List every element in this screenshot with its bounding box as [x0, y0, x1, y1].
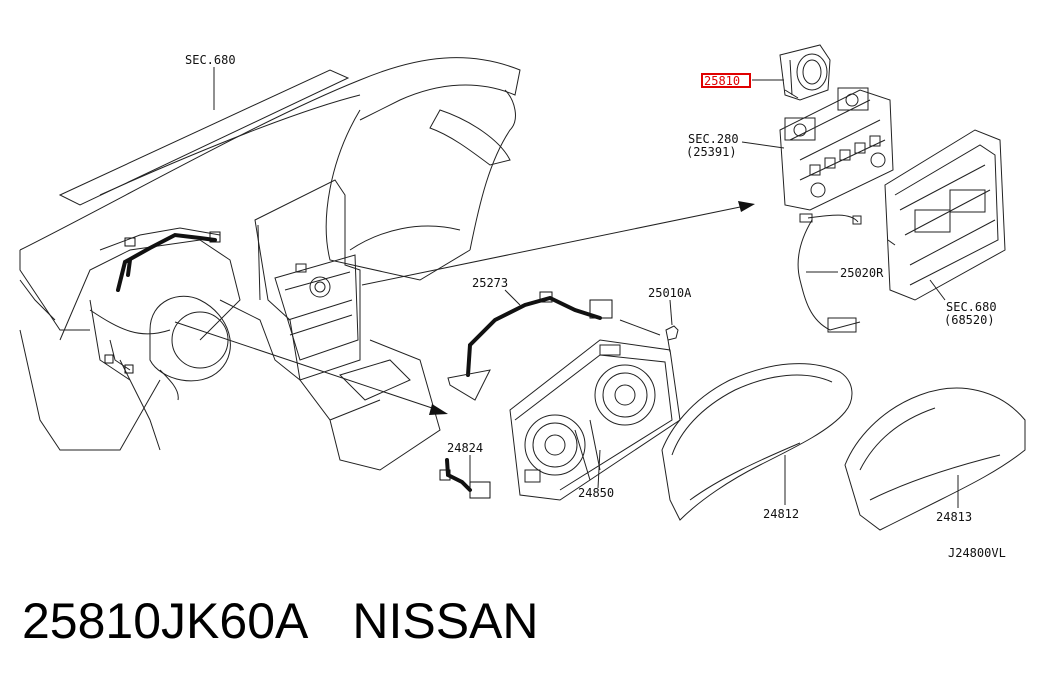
part-25810-drawing: [779, 44, 831, 101]
part-24812-drawing: [661, 363, 853, 521]
part-24813-drawing: [844, 387, 1026, 531]
label-sec680-right-ref: (68520): [944, 313, 995, 327]
label-part-25020r: 25020R: [840, 266, 884, 280]
part-25020r-drawing: [797, 213, 862, 333]
label-part-25810: 25810: [704, 74, 740, 88]
label-part-25010a: 25010A: [648, 286, 692, 300]
label-part-24824: 24824: [447, 441, 483, 455]
label-part-24813: 24813: [936, 510, 972, 524]
part-25273-leader: [504, 289, 521, 306]
arrow-to-control-unit: [361, 201, 755, 286]
label-sec680-top: SEC.680: [185, 53, 236, 67]
bezel-68520-drawing: [884, 129, 1006, 301]
label-sec280: SEC.280: [688, 132, 739, 146]
part-25010a-leader: [669, 299, 673, 326]
part-25391-drawing: [779, 87, 894, 211]
sec680-right-leader: [929, 279, 946, 301]
arrow-to-meter-assembly: [174, 321, 448, 415]
label-part-24812: 24812: [763, 507, 799, 521]
part-24824-drawing: [439, 458, 491, 499]
figure-code: J24800VL: [948, 546, 1006, 560]
part-24850-leader: [597, 449, 601, 489]
part-24850-drawing: [509, 339, 681, 501]
dashboard-harness: [104, 231, 221, 374]
dashboard-drawing: [19, 57, 521, 471]
part-25810-highlight: [701, 73, 751, 88]
part-caption: 25810JK60A NISSAN: [22, 592, 539, 650]
label-part-24850: 24850: [578, 486, 614, 500]
brand-name: NISSAN: [352, 593, 539, 649]
label-sec680-right: SEC.680: [946, 300, 997, 314]
label-sec280-ref: (25391): [686, 145, 737, 159]
label-part-25273: 25273: [472, 276, 508, 290]
sec280-leader: [741, 141, 785, 149]
part-number: 25810JK60A: [22, 593, 309, 649]
part-25273-drawing: [447, 291, 613, 401]
